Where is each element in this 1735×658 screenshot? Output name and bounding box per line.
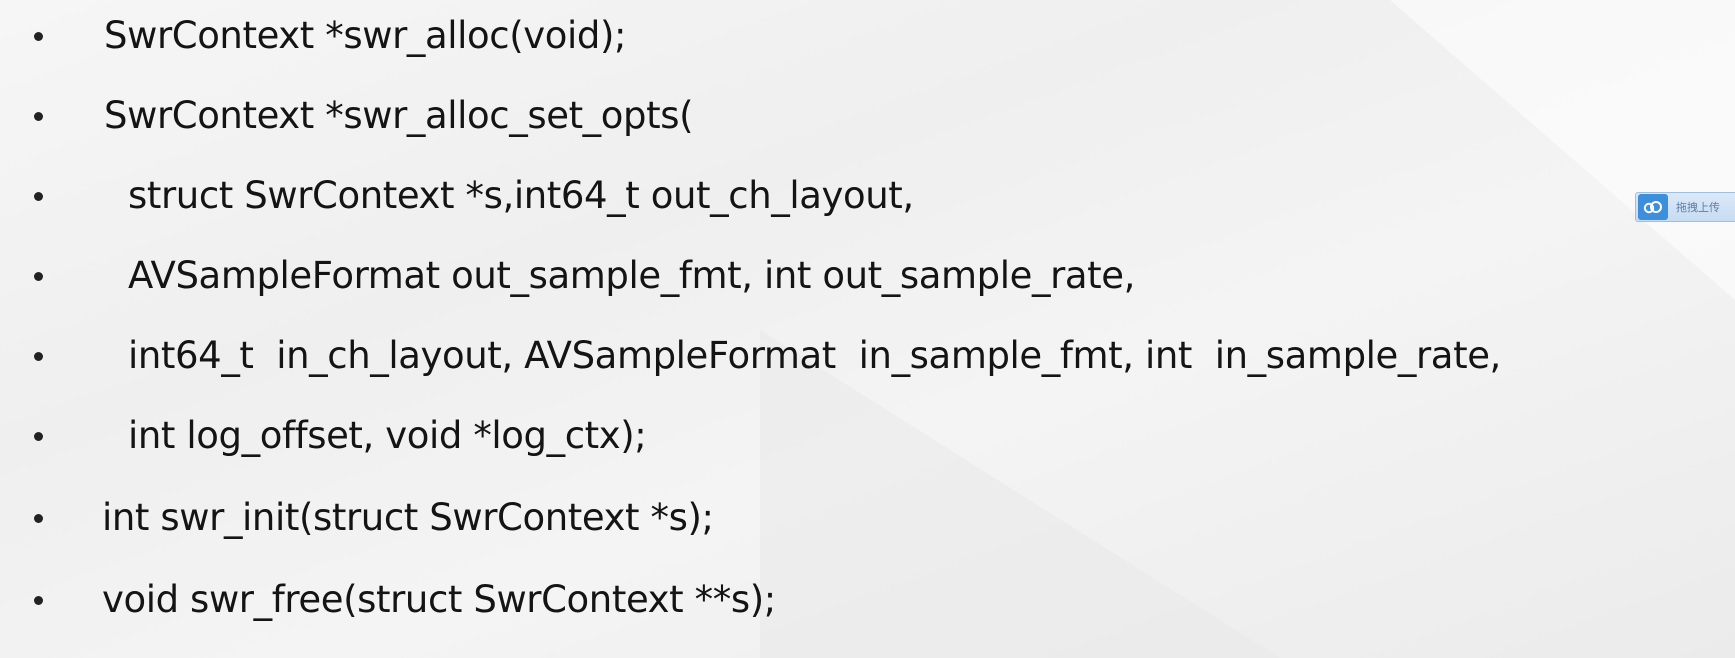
bullet-icon	[34, 271, 43, 281]
background-decoration	[760, 330, 1280, 658]
code-line: int log_offset, void *log_ctx);	[128, 414, 647, 457]
code-line: SwrContext *swr_alloc_set_opts(	[104, 94, 694, 137]
list-item: int64_t in_ch_layout, AVSampleFormat in_…	[0, 326, 1735, 386]
code-line: SwrContext *swr_alloc(void);	[104, 14, 627, 57]
list-item: struct SwrContext *s,int64_t out_ch_layo…	[0, 166, 1735, 226]
upload-badge-label: 拖拽上传	[1676, 201, 1720, 214]
background-decoration	[1050, 0, 1735, 300]
list-item: SwrContext *swr_alloc(void);	[0, 6, 1735, 66]
bullet-icon	[34, 431, 43, 441]
bullet-icon	[34, 191, 43, 201]
upload-badge[interactable]: 拖拽上传	[1635, 192, 1735, 222]
list-item: AVSampleFormat out_sample_fmt, int out_s…	[0, 246, 1735, 306]
bullet-icon	[34, 351, 43, 361]
bullet-icon	[34, 31, 43, 41]
list-item: void swr_free(struct SwrContext **s);	[0, 570, 1735, 630]
code-line: struct SwrContext *s,int64_t out_ch_layo…	[128, 174, 914, 217]
cloud-icon	[1638, 194, 1668, 220]
list-item: SwrContext *swr_alloc_set_opts(	[0, 86, 1735, 146]
bullet-icon	[34, 111, 43, 121]
code-line: void swr_free(struct SwrContext **s);	[102, 578, 776, 621]
bullet-icon	[34, 595, 43, 605]
code-line: int64_t in_ch_layout, AVSampleFormat in_…	[128, 334, 1501, 377]
list-item: int swr_init(struct SwrContext *s);	[0, 488, 1735, 548]
code-line: AVSampleFormat out_sample_fmt, int out_s…	[128, 254, 1135, 297]
code-line: int swr_init(struct SwrContext *s);	[102, 496, 714, 539]
bullet-icon	[34, 513, 43, 523]
list-item: int log_offset, void *log_ctx);	[0, 406, 1735, 466]
